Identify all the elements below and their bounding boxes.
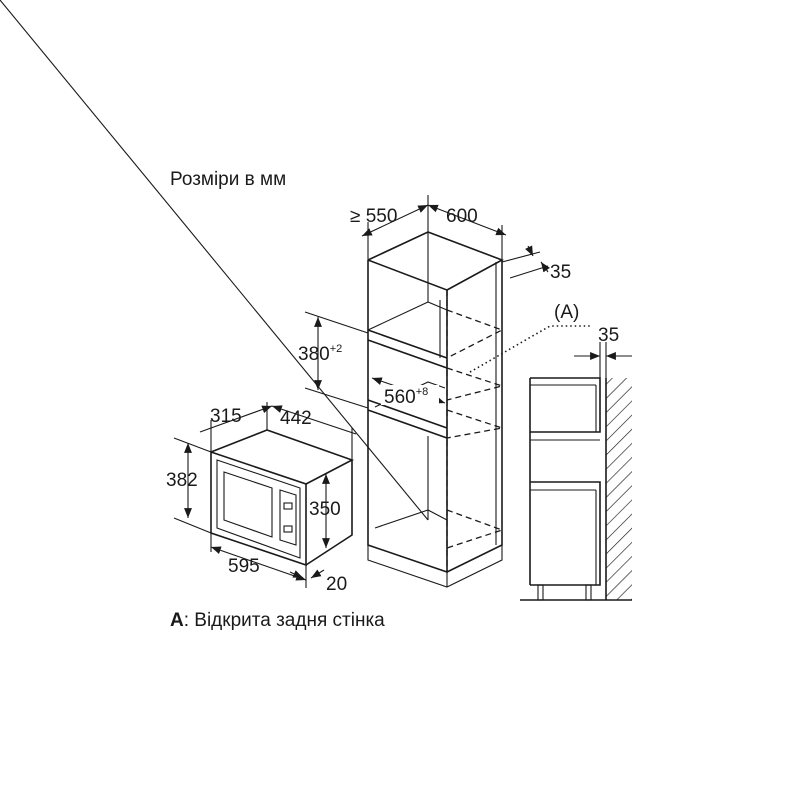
side-lower-compartment bbox=[530, 481, 601, 586]
cabinet-top bbox=[367, 231, 504, 291]
dim-niche-height: 380+2 bbox=[298, 343, 342, 365]
side-leg-back bbox=[585, 584, 592, 601]
microwave-display bbox=[283, 502, 293, 510]
microwave-top bbox=[210, 429, 355, 485]
microwave-door-window bbox=[223, 471, 273, 538]
dim-cabinet-min-depth: ≥ 550 bbox=[350, 206, 397, 227]
niche-height-value: 380 bbox=[298, 344, 330, 365]
open-back-leader bbox=[469, 325, 590, 373]
microwave-control-panel bbox=[279, 489, 297, 546]
footnote: A: Відкрита задня стінка bbox=[170, 610, 385, 631]
tall-cabinet-drawing bbox=[0, 0, 505, 588]
microwave-knob bbox=[283, 525, 293, 533]
niche-width-value: 560 bbox=[384, 387, 416, 408]
dim-niche-width: 560+8 bbox=[384, 386, 428, 408]
dim-cabinet-rear-gap: 35 bbox=[550, 262, 571, 283]
dim-wall-gap: 35 bbox=[598, 325, 619, 346]
footnote-text: : Відкрита задня стінка bbox=[184, 610, 385, 631]
shelf-1 bbox=[367, 329, 448, 359]
footnote-marker: A bbox=[170, 610, 184, 631]
label-open-back: (A) bbox=[554, 302, 579, 323]
cabinet-front bbox=[367, 259, 448, 574]
cabinet-side bbox=[446, 260, 503, 573]
microwave-side bbox=[305, 460, 353, 566]
dim-microwave-width: 595 bbox=[228, 556, 260, 577]
dim-microwave-depth-body: 442 bbox=[280, 408, 312, 429]
microwave-dimensions: 315 442 382 350 595 20 bbox=[166, 402, 357, 595]
side-leg-front bbox=[537, 584, 544, 601]
dim-microwave-height-body: 350 bbox=[309, 499, 341, 520]
niche-width-tolerance: +8 bbox=[416, 386, 429, 398]
dim-microwave-front-thickness: 20 bbox=[326, 574, 347, 595]
dim-cabinet-width: 600 bbox=[446, 206, 478, 227]
side-view-drawing: (A) 35 bbox=[469, 302, 632, 601]
cabinet-dimensions: ≥ 550 600 35 380+2 560+8 bbox=[298, 195, 571, 409]
microwave-drawing bbox=[210, 429, 355, 567]
wall-hatch bbox=[606, 378, 632, 600]
niche-height-tolerance: +2 bbox=[330, 343, 343, 355]
side-upper-compartment bbox=[530, 377, 601, 433]
dim-microwave-height-total: 382 bbox=[166, 470, 198, 491]
dim-microwave-depth-total: 315 bbox=[210, 406, 242, 427]
units-title: Розміри в мм bbox=[170, 169, 286, 190]
